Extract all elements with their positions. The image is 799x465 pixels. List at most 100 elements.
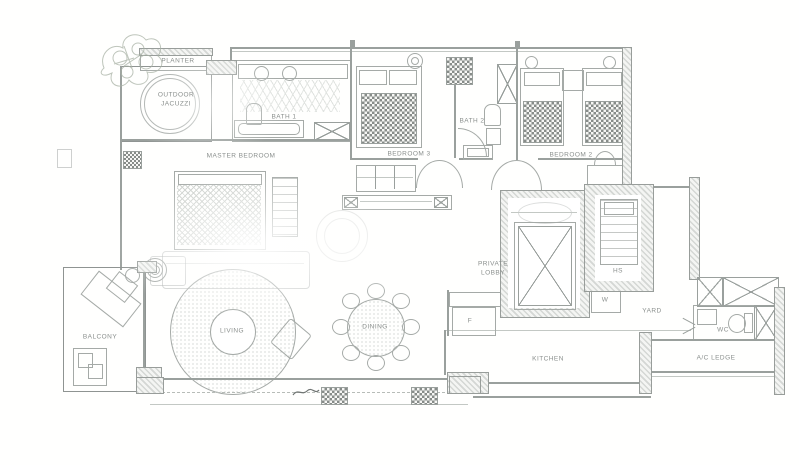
wall-balcony-living: [143, 267, 145, 390]
dining-chair: [392, 345, 410, 361]
door-arch-bedroom2: [491, 160, 542, 190]
lift-door-line: [511, 212, 577, 213]
balcony-label: BALCONY: [82, 333, 118, 341]
jacuzzi-pier: [206, 60, 237, 75]
bath1-sink: [282, 66, 297, 81]
bath2-label: BATH 2: [459, 117, 485, 125]
bedroom2-chair: [594, 151, 616, 165]
tv-console-end: [434, 197, 448, 208]
wall-right-upper: [689, 177, 700, 280]
bath1-label: BATH 1: [271, 113, 297, 121]
wall-lobby-left: [447, 290, 449, 336]
wall-top-jog: [230, 47, 232, 62]
dining-chair: [332, 319, 350, 335]
hall-dresser-divider: [375, 166, 376, 189]
bedroom2-nightstand: [562, 70, 584, 91]
bedroom2-blanket: [523, 101, 562, 143]
wall-bedroom2-right: [622, 47, 632, 190]
bath1-shower: [314, 122, 350, 141]
wall-top-inner: [232, 51, 626, 52]
master-bed-blanket: [177, 184, 261, 245]
bedroom2-lamp: [603, 56, 616, 69]
dining-chair: [367, 355, 385, 371]
private-lobby-label-2: LOBBY: [481, 269, 505, 277]
kitchen-wall-left: [444, 330, 446, 375]
kitchen-label: KITCHEN: [532, 355, 564, 363]
window-post: [350, 40, 355, 49]
hs-bunk-pillow: [604, 202, 634, 215]
ledge-end-block: [449, 376, 481, 394]
bath1-bathtub-inner: [238, 123, 300, 135]
bedroom2-lamp: [525, 56, 538, 69]
wc-sink: [697, 309, 717, 325]
wall-hall: [350, 158, 418, 160]
wall-bedroom3-left: [350, 47, 352, 160]
master-bed-pillow: [178, 174, 262, 185]
bedroom2-bed: [520, 68, 564, 146]
balcony-room: [63, 267, 146, 392]
dining-chair: [392, 293, 410, 309]
lift-car: [518, 226, 572, 306]
bath2-shower-floor: [446, 57, 473, 85]
dining-chair: [342, 345, 360, 361]
door-arch-hall: [416, 160, 463, 188]
kitchen-counter-line: [445, 330, 691, 331]
door-arc-bath2: [458, 128, 487, 157]
fridge-box: [452, 307, 496, 336]
jacuzzi-label-1: OUTDOOR: [157, 91, 195, 99]
wall-bath2-left: [454, 60, 456, 158]
wall-top-main: [230, 47, 628, 49]
round-chair-inner: [324, 218, 360, 254]
lift-door-sketch: [518, 202, 572, 224]
balcony-table-inner: [78, 353, 93, 368]
dining-chair: [342, 293, 360, 309]
bath2-cabinet: [497, 64, 518, 104]
tree-sketch-icon: [94, 28, 168, 99]
yard-label: YARD: [642, 307, 662, 315]
kitchen-wall-bottom-outer: [473, 396, 651, 398]
bath1-sink: [254, 66, 269, 81]
bedroom2-label: BEDROOM 2: [549, 151, 593, 159]
dining-label: DINING: [362, 323, 388, 331]
bedroom3-label: BEDROOM 3: [387, 150, 431, 158]
wall-right-lower: [774, 287, 785, 395]
living-label: LIVING: [219, 327, 245, 335]
acledge-label: A/C LEDGE: [696, 354, 736, 362]
wall-yard-top: [628, 186, 690, 188]
balcony-table-inner: [88, 364, 103, 379]
tv-console-end: [344, 197, 358, 208]
bedroom3-lamp-inner: [411, 57, 419, 65]
bedroom3-pillow: [389, 70, 417, 85]
balcony-table-set: [73, 348, 107, 386]
planter-grate: [123, 151, 142, 169]
wc-label: WC: [717, 326, 729, 334]
ledge-bottom: [150, 404, 468, 405]
master-bedroom-label: MASTER BEDROOM: [206, 152, 276, 160]
ledge-column: [411, 387, 438, 405]
hall-dresser-divider: [394, 166, 395, 189]
bedroom2-pillow: [586, 72, 622, 86]
window-post: [515, 41, 520, 49]
wall-left: [120, 66, 122, 270]
fridge-label: F: [467, 317, 473, 325]
bedroom3-blanket: [361, 93, 417, 144]
bedroom3-lamp: [407, 53, 423, 69]
hs-label: HS: [613, 267, 623, 275]
acledge-top: [648, 339, 776, 341]
dining-chair: [402, 319, 420, 335]
acledge-bottom-inner: [652, 376, 776, 377]
acledge-pier: [639, 332, 652, 394]
dining-chair: [367, 283, 385, 299]
private-lobby-label-1: PRIVATE: [478, 260, 508, 268]
bath2-sink: [486, 128, 501, 145]
ledge-column: [321, 387, 348, 405]
hs-bunk: [600, 199, 638, 265]
master-wardrobe: [272, 177, 298, 237]
ledge-box-left: [57, 149, 72, 168]
balcony-pier-top: [137, 261, 157, 273]
bedroom2-blanket: [585, 101, 624, 143]
washer-label: W: [601, 296, 609, 304]
bedroom2-pillow: [524, 72, 560, 86]
ac-unit-small: [697, 277, 723, 307]
